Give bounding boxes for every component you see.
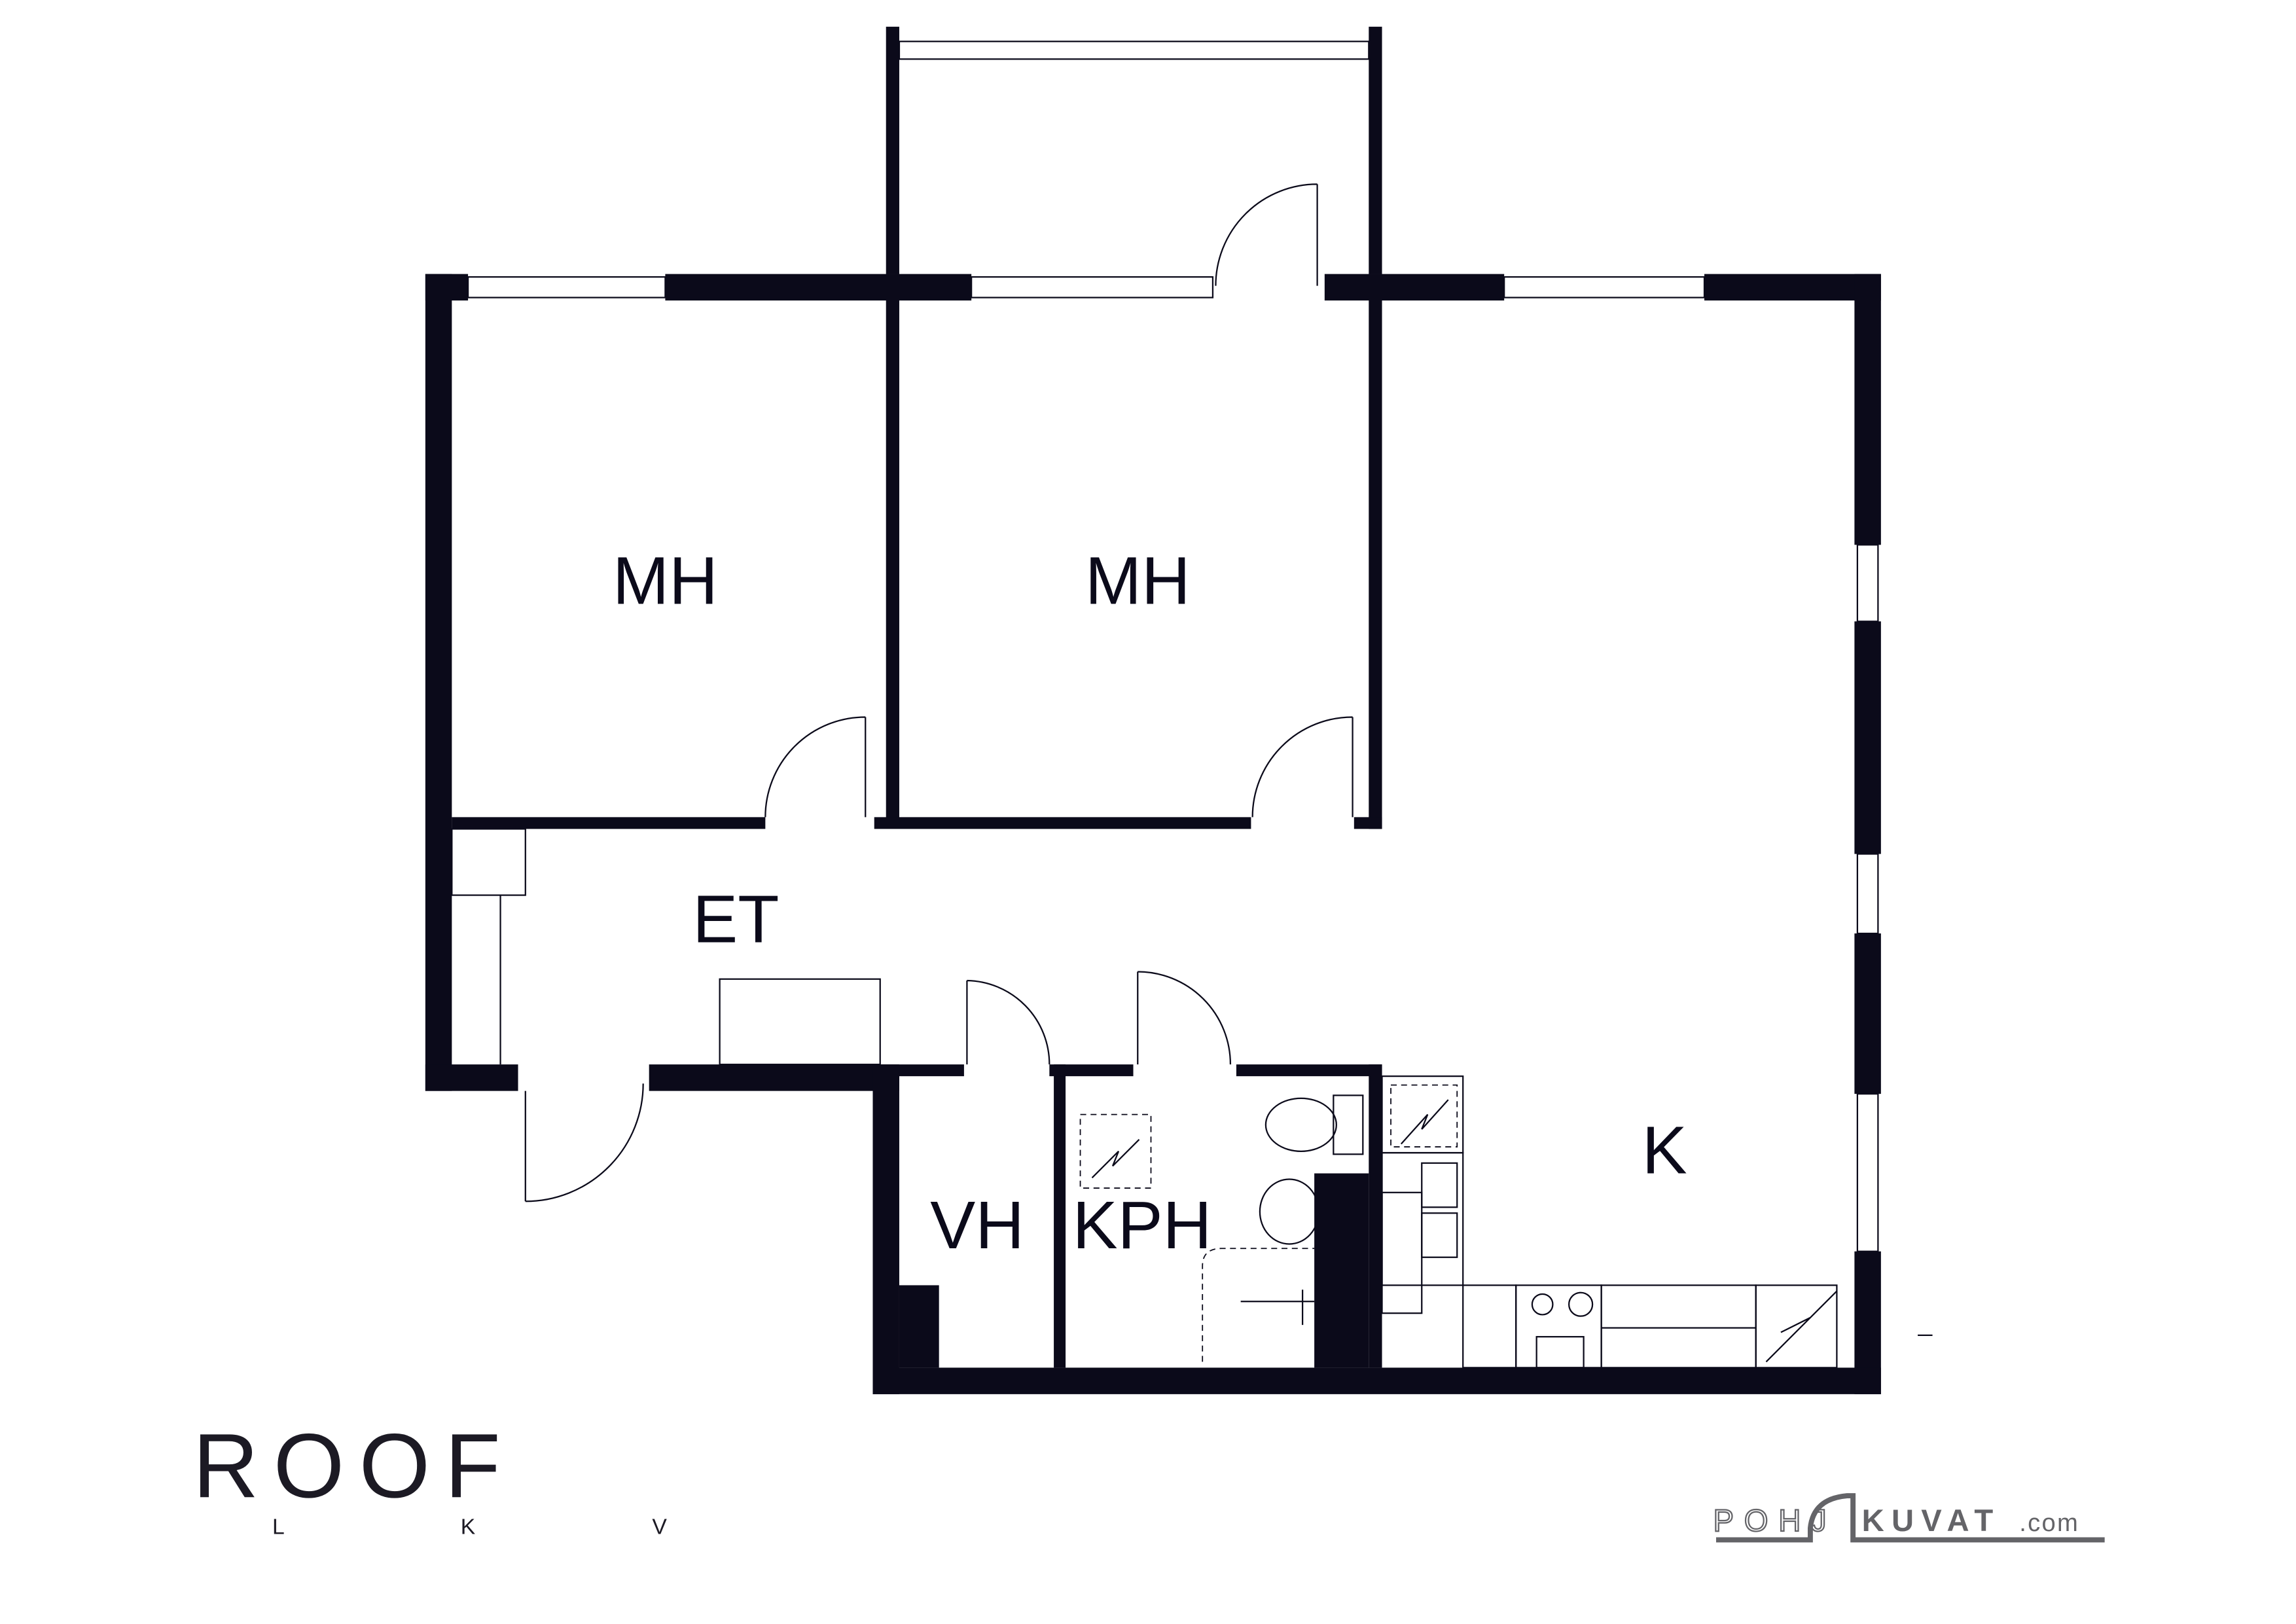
room-label-k: K: [1642, 1112, 1687, 1188]
logo-part1-text: POHJ: [1713, 1504, 1837, 1538]
pohjakuvat-logo: POHJ KUVAT .com: [1712, 1493, 2105, 1543]
logo-suffix-text: .com: [2019, 1509, 2079, 1537]
room-label-mh-2: MH: [1085, 542, 1191, 618]
room-labels: MH MH ET VH KPH K: [613, 542, 1687, 1263]
walls: [425, 26, 1881, 1394]
room-label-vh: VH: [930, 1187, 1024, 1263]
logo-part2-text: KUVAT: [1862, 1504, 2001, 1538]
logo-sub-text: L K V: [272, 1514, 752, 1539]
room-label-kph: KPH: [1073, 1187, 1212, 1263]
room-label-mh-1: MH: [613, 542, 718, 618]
fixtures: [451, 828, 1933, 1369]
room-label-et: ET: [692, 881, 779, 957]
doors: [524, 183, 1354, 1202]
windows: [467, 41, 1879, 1252]
logo-main-text: ROOF: [193, 1415, 516, 1517]
roof-lkv-logo: ROOF L K V: [193, 1415, 752, 1539]
